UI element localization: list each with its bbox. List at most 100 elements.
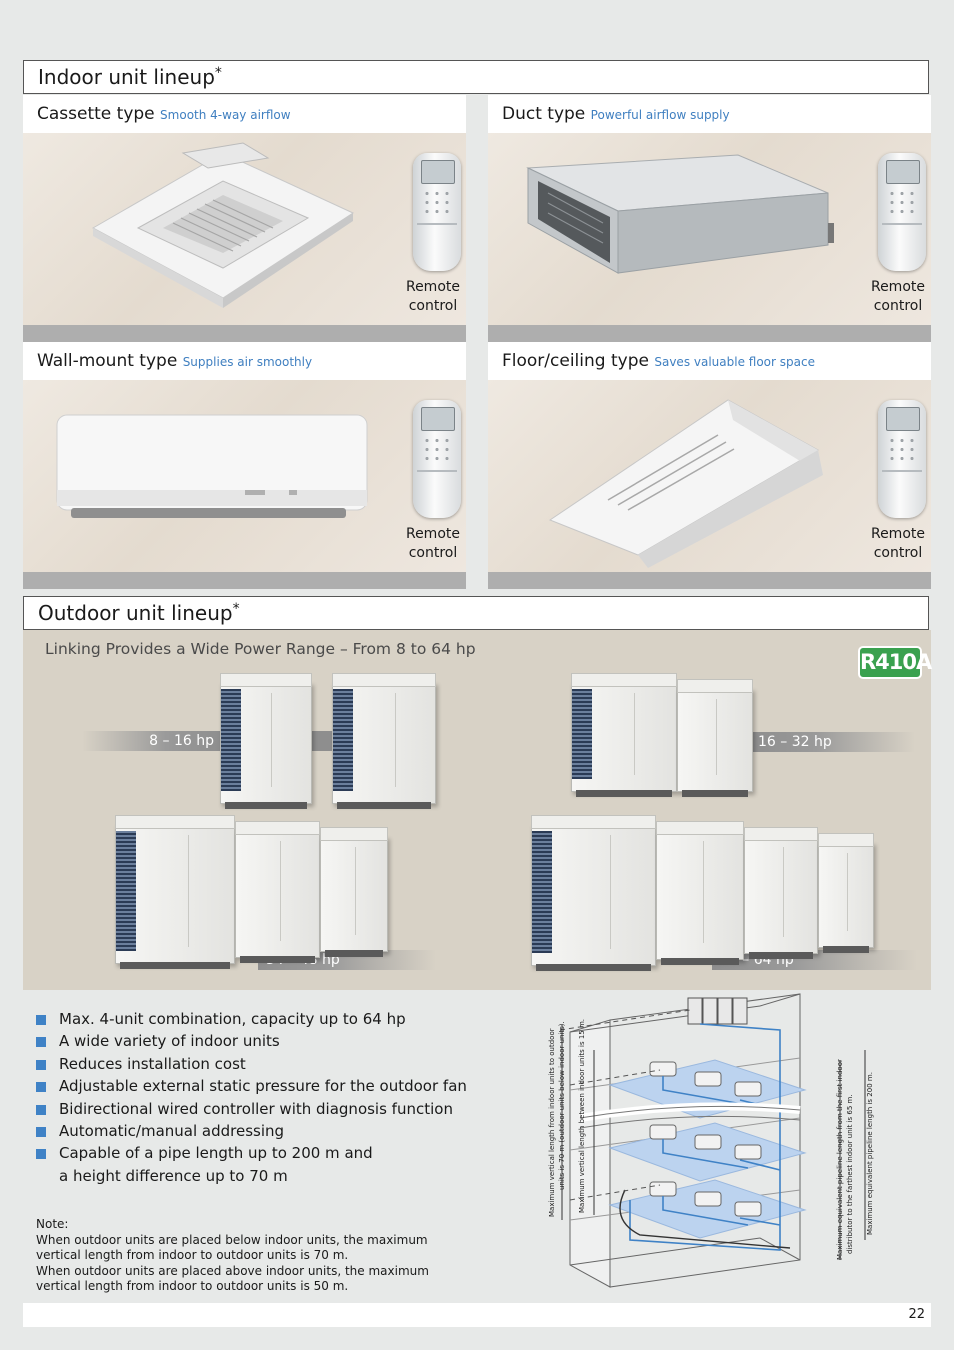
remote-control-icon [413, 400, 461, 518]
panel-floor-ceiling-sub: Saves valuable floor space [654, 355, 815, 369]
remote-label-line1: Remote [870, 279, 925, 295]
panel-floor-ceiling-heading: Floor/ceiling type Saves valuable floor … [488, 342, 931, 380]
bullet-square-icon [36, 1037, 46, 1048]
feature-text: Reduces installation cost [59, 1054, 246, 1073]
page-footer: 22 [23, 1303, 931, 1327]
feature-text: Capable of a pipe length up to 200 m and [59, 1144, 373, 1163]
bullet-square-icon [36, 1104, 46, 1115]
note-line: vertical length from indoor to outdoor u… [36, 1248, 349, 1263]
outdoor-unit [656, 821, 744, 965]
panel-cassette-sub: Smooth 4-way airflow [160, 108, 291, 122]
remote-label: Remote control [871, 525, 925, 563]
duct-photo [488, 133, 931, 325]
panel-footer-bar [488, 572, 931, 589]
note-heading: Note: [36, 1217, 69, 1231]
list-item: Bidirectional wired controller with diag… [36, 1098, 467, 1120]
indoor-title-text: Indoor unit lineup [38, 65, 215, 89]
remote-control-icon [878, 400, 926, 518]
panel-wall-mount-name: Wall-mount type [37, 351, 178, 371]
feature-text: Max. 4-unit combination, capacity up to … [59, 1010, 406, 1028]
remote-label: Remote control [406, 278, 460, 316]
note-line: vertical length from indoor to outdoor u… [36, 1279, 349, 1294]
panel-wall-mount-sub: Supplies air smoothly [182, 355, 313, 369]
list-item-continuation: a height difference up to 70 m [59, 1166, 288, 1185]
outdoor-unit [332, 673, 436, 809]
list-item: A wide variety of indoor units [36, 1030, 467, 1052]
outdoor-subtitle: Linking Provides a Wide Power Range – Fr… [45, 640, 476, 658]
list-item: Max. 4-unit combination, capacity up to … [36, 1008, 467, 1030]
outdoor-unit [571, 673, 677, 797]
remote-label: Remote control [871, 278, 925, 316]
wall-mount-unit-illustration [56, 414, 368, 518]
range-label-16-32: 16 – 32 hp [750, 732, 915, 752]
note-line: When outdoor units are placed below indo… [36, 1232, 428, 1247]
panel-duct-heading: Duct type Powerful airflow supply [488, 95, 931, 133]
panel-duct: Duct type Powerful airflow supply Remote… [488, 95, 931, 342]
diagram-label: distributor to the farthest indoor unit … [846, 1094, 854, 1254]
panel-footer-bar [488, 325, 931, 342]
panel-duct-name: Duct type [502, 104, 586, 124]
remote-label-line1: Remote [405, 526, 460, 542]
list-item: Capable of a pipe length up to 200 m and [36, 1142, 467, 1164]
outdoor-section-title: Outdoor unit lineup* [23, 596, 929, 630]
note-line: When outdoor units are placed above indo… [36, 1263, 429, 1278]
remote-label-line1: Remote [870, 526, 925, 542]
list-item: Reduces installation cost [36, 1053, 467, 1075]
panel-cassette-name: Cassette type [37, 104, 155, 124]
feature-text: Adjustable external static pressure for … [59, 1077, 467, 1096]
diagram-label: Maximum vertical length between indoor u… [578, 1019, 586, 1213]
outdoor-unit [818, 833, 874, 953]
range-label-8-16: 8 – 16 hp [82, 731, 222, 751]
outdoor-title-text: Outdoor unit lineup [38, 601, 233, 625]
panel-cassette-heading: Cassette type Smooth 4-way airflow [23, 95, 466, 133]
outdoor-unit [115, 815, 235, 969]
bullet-square-icon [36, 1149, 46, 1160]
remote-label-line2: control [873, 545, 923, 561]
cassette-photo [23, 133, 466, 325]
bullet-square-icon [36, 1059, 46, 1070]
indoor-section-title: Indoor unit lineup* [23, 60, 929, 94]
remote-label-line2: control [873, 298, 923, 314]
panel-wall-mount-heading: Wall-mount type Supplies air smoothly [23, 342, 466, 380]
remote-control-icon [878, 153, 926, 271]
remote-label-line2: control [408, 298, 458, 314]
outdoor-unit [677, 679, 753, 797]
piping-diagram: Maximum vertical length from indoor unit… [540, 990, 900, 1290]
remote-label-line2: control [408, 545, 458, 561]
bullet-square-icon [36, 1082, 46, 1093]
panel-wall-mount: Wall-mount type Supplies air smoothly Re… [23, 342, 466, 589]
diagram-label: Maximum vertical length from indoor unit… [548, 1028, 556, 1217]
feature-text: Automatic/manual addressing [59, 1122, 285, 1141]
remote-label: Remote control [406, 525, 460, 563]
floor-ceiling-photo [488, 380, 931, 572]
panel-duct-sub: Powerful airflow supply [590, 108, 730, 122]
panel-floor-ceiling: Floor/ceiling type Saves valuable floor … [488, 342, 931, 589]
list-item: Automatic/manual addressing [36, 1120, 467, 1142]
remote-label-line1: Remote [405, 279, 460, 295]
floor-ceiling-unit-illustration [548, 399, 823, 568]
page-number: 22 [908, 1307, 925, 1322]
feature-text: A wide variety of indoor units [59, 1032, 280, 1051]
indoor-title-star: * [214, 65, 222, 81]
panel-footer-bar [23, 572, 466, 589]
remote-control-icon [413, 153, 461, 271]
cassette-unit-illustration [91, 142, 355, 308]
outdoor-unit [235, 821, 320, 963]
diagram-label: Maximum equivalent pipeline length is 20… [866, 1072, 874, 1235]
refrigerant-badge: R410A [858, 646, 932, 679]
bullet-square-icon [36, 1015, 46, 1025]
outdoor-unit [531, 815, 656, 971]
outdoor-title-star: * [232, 601, 240, 617]
outdoor-unit [220, 673, 312, 809]
bullet-square-icon [36, 1127, 46, 1138]
outdoor-unit [320, 827, 388, 957]
diagram-label: Maximum equivalent pipeline length from … [836, 1059, 844, 1260]
wall-mount-photo [23, 380, 466, 572]
panel-footer-bar [23, 325, 466, 342]
piping-diagram-illustration [559, 993, 866, 1288]
feature-text: Bidirectional wired controller with diag… [59, 1099, 453, 1118]
panel-cassette: Cassette type Smooth 4-way airflow Remot… [23, 95, 466, 342]
outdoor-unit [744, 827, 818, 959]
panel-floor-ceiling-name: Floor/ceiling type [502, 351, 649, 371]
feature-list: Max. 4-unit combination, capacity up to … [36, 1008, 467, 1187]
